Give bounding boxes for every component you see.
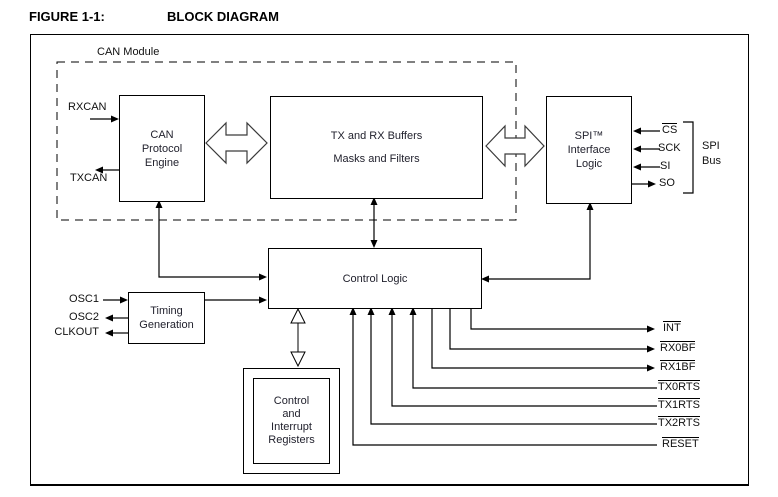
block-control-logic: Control Logic [268,248,482,309]
wire-sck [633,145,660,153]
wire-spi-control [481,202,594,283]
block-control-interrupt-registers: Control and Interrupt Registers [243,368,340,474]
pin-label-rx1bf: RX1BF [660,360,696,373]
spi-bus-bracket [683,121,694,194]
block-label: Protocol [141,142,183,155]
pin-label-tx2rts: TX2RTS [658,416,700,429]
pin-label-clkout: CLKOUT [54,326,99,338]
block-label: and [282,408,301,420]
can-module-label: CAN Module [97,46,160,58]
wire-int [470,307,655,333]
wire-cs [633,127,660,135]
block-label: Engine [144,156,180,169]
block-label: Interface [567,144,611,156]
wire-rx1bf [431,307,655,372]
pin-label-txcan: TXCAN [70,172,108,184]
wire-osc1 [103,296,128,304]
block-label: SPI™ [574,130,604,142]
block-label: Timing [150,305,183,317]
pin-label-osc2: OSC2 [69,311,99,323]
double-arrow-buffers-spi-icon [485,124,545,168]
pin-label-rxcan: RXCAN [68,101,107,113]
block-spi-interface-logic: SPI™ Interface Logic [546,96,632,204]
double-arrow-control-registers-icon [290,307,306,368]
wire-osc2 [105,314,128,322]
pin-label-tx0rts: TX0RTS [658,380,700,393]
double-arrow-engine-buffers-icon [205,121,268,165]
wire-so [630,180,656,188]
block-tx-rx-buffers: TX and RX Buffers Masks and Filters [270,96,483,199]
block-label: Generation [139,319,194,331]
block-label: CAN [150,128,174,141]
wire-tx0rts [409,307,657,389]
block-label: Control [273,395,310,407]
pin-label-cs: CS [662,123,678,136]
block-label: Control Logic [342,272,408,285]
pin-label-reset: RESET [662,437,699,450]
wire-engine-control [155,200,267,281]
wire-timing-control [203,296,267,304]
wire-tx1rts [388,307,657,407]
wire-rx0bf [449,307,655,353]
figure-number: FIGURE 1-1: [29,9,105,24]
block-label: Logic [575,158,603,170]
block-can-protocol-engine: CAN Protocol Engine [119,95,205,202]
pin-label-tx1rts: TX1RTS [658,398,700,411]
wire-reset [349,307,657,446]
figure-frame [30,34,749,486]
pin-label-osc1: OSC1 [69,293,99,305]
block-label: TX and RX Buffers [330,130,423,142]
wire-si [633,163,660,171]
pin-label-rx0bf: RX0BF [660,341,696,354]
wire-txcan [95,166,119,174]
spi-bus-group-label: SPI Bus [702,140,721,167]
block-control-interrupt-registers-inner: Control and Interrupt Registers [253,378,330,464]
pin-label-so: SO [659,177,675,189]
pin-label-si: SI [660,160,671,172]
block-timing-generation: Timing Generation [128,292,205,344]
block-label: Interrupt [271,421,312,433]
wire-tx2rts [367,307,657,425]
wire-clkout [105,329,128,337]
wire-rxcan [90,115,119,123]
figure-title: BLOCK DIAGRAM [167,9,279,24]
block-label: Registers [268,434,315,446]
block-label: Masks and Filters [333,153,420,165]
wire-buffers-control [370,197,378,248]
pin-label-sck: SCK [658,142,681,154]
pin-label-int: INT [663,321,681,334]
